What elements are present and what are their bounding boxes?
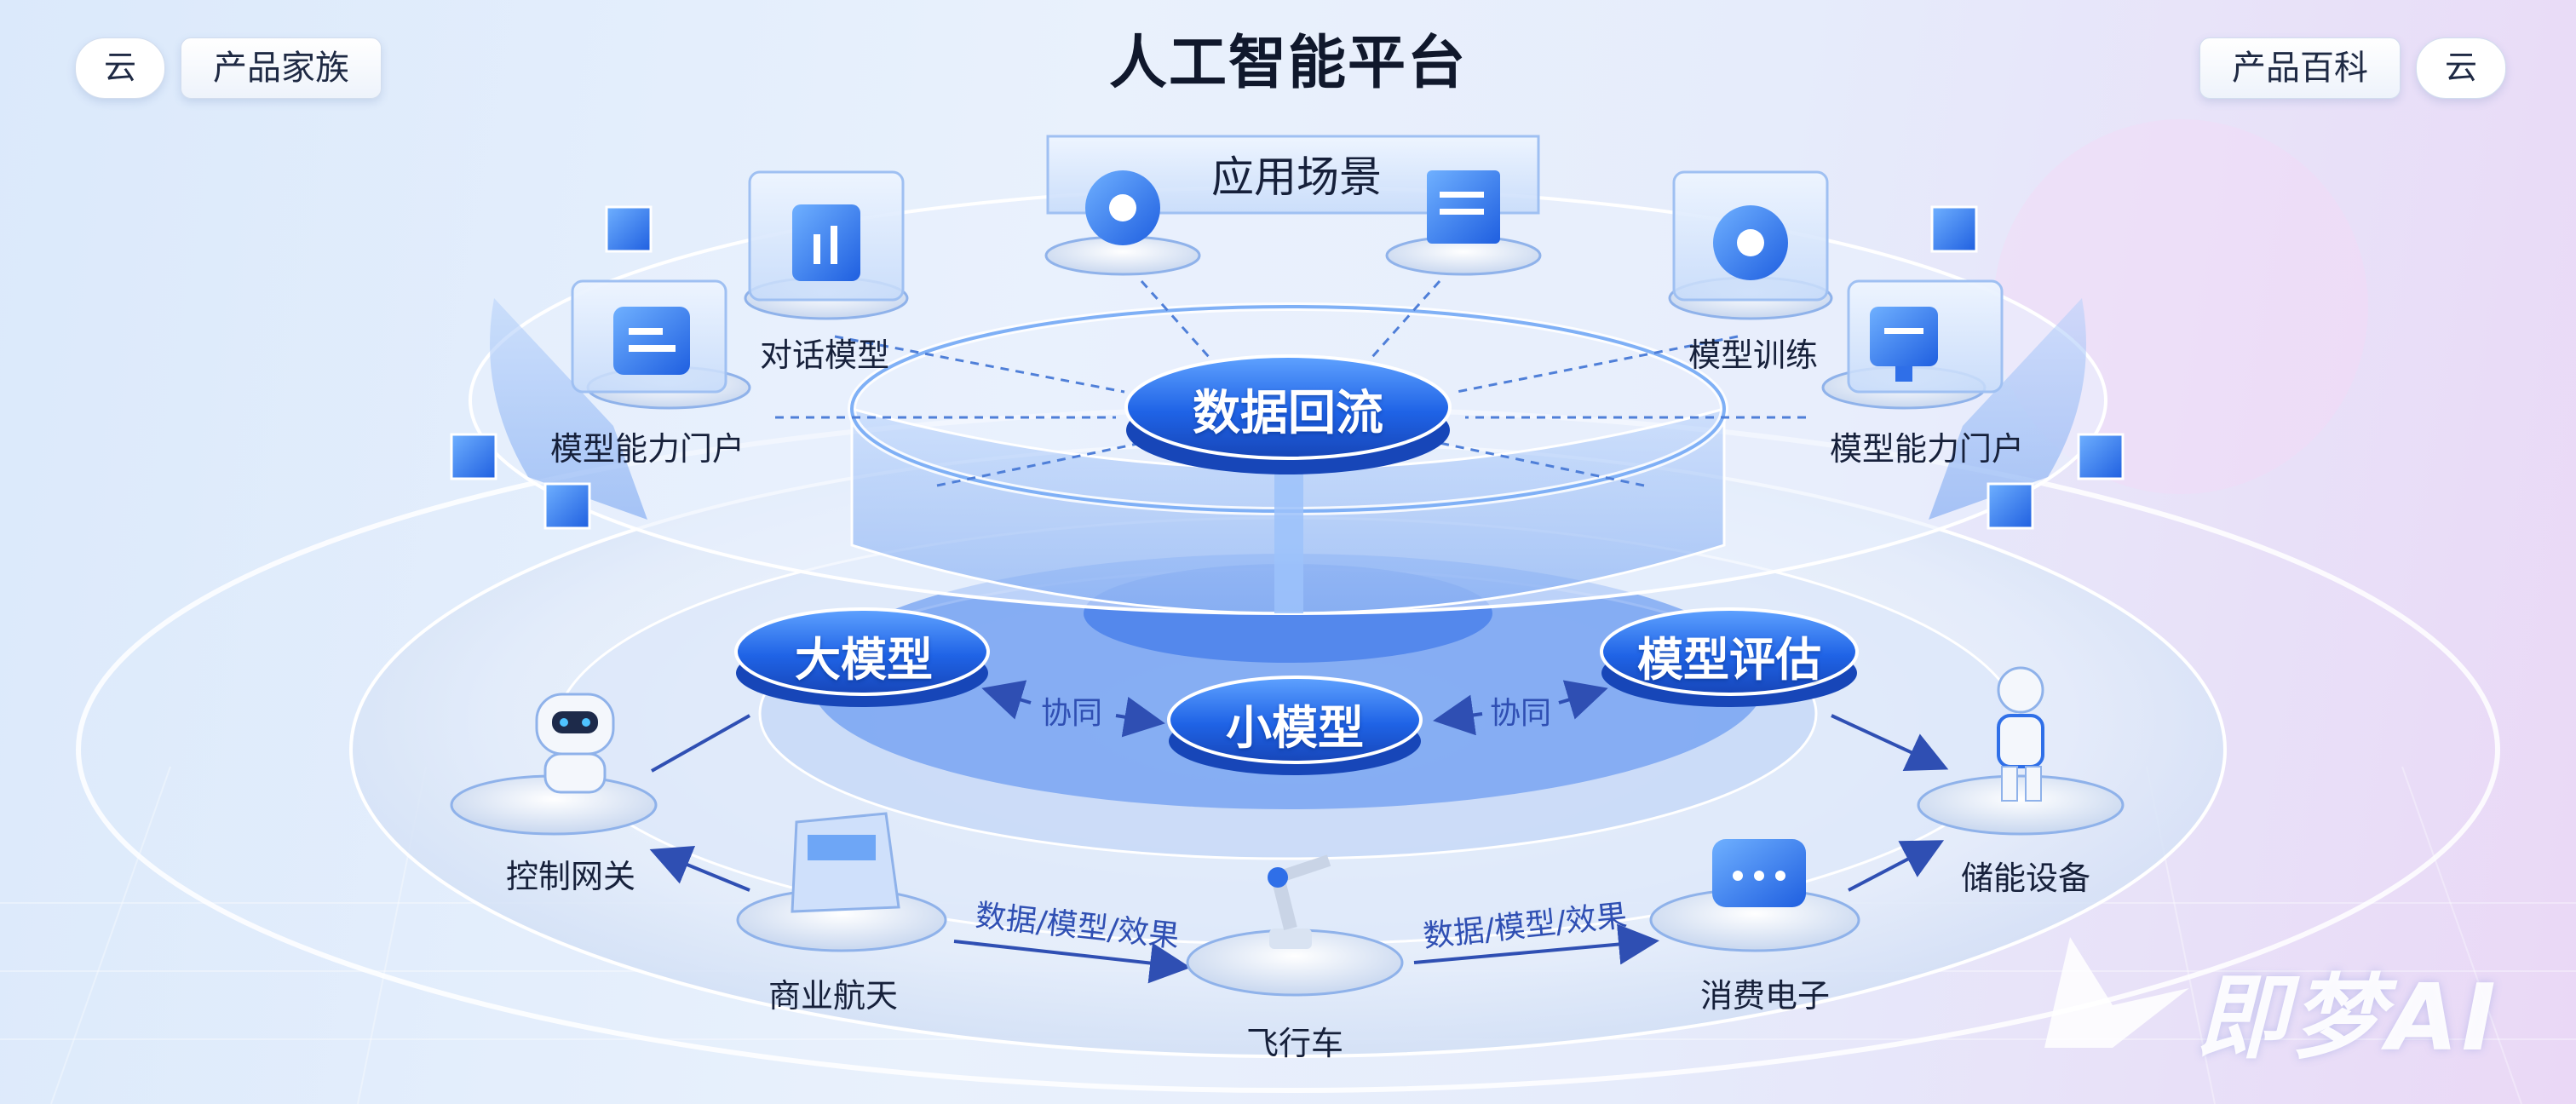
robotic-arm-icon	[1268, 854, 1331, 949]
portal-label-left: 模型能力门户	[549, 430, 745, 468]
gear-icon	[1085, 170, 1160, 245]
portal-monitor-icon	[1870, 307, 1938, 382]
consumer-electronics-label: 消费电子	[1699, 977, 1831, 1015]
portal-icon-left	[613, 307, 690, 375]
model-training-label: 模型训练	[1688, 336, 1819, 374]
model-evaluation-node	[1600, 607, 1859, 707]
collab-label-left: 协同	[1040, 696, 1103, 731]
model-evaluation-label: 模型评估	[1637, 633, 1821, 687]
dashed-connectors	[775, 280, 1806, 487]
small-model-label: 小模型	[1226, 701, 1364, 755]
chat-model-icon	[792, 204, 860, 281]
collab-arrows	[981, 680, 1608, 738]
flying-car-label: 飞行车	[1245, 1025, 1344, 1062]
flow-arrows	[649, 714, 1949, 984]
humanoid-robot-icon	[1997, 666, 2044, 802]
floating-cubes	[450, 205, 2125, 530]
small-model-node	[1167, 676, 1423, 775]
product-family-button[interactable]: 产品家族	[181, 37, 382, 99]
control-gateway-label: 控制网关	[505, 858, 636, 895]
collab-label-right: 协同	[1489, 696, 1552, 731]
product-encyclopedia-button[interactable]: 产品百科	[2199, 37, 2401, 99]
large-model-label: 大模型	[795, 633, 933, 687]
cloud-button-left[interactable]: 云	[75, 37, 165, 99]
chat-model-label: 对话模型	[759, 336, 890, 374]
portal-label-right: 模型能力门户	[1829, 430, 2025, 468]
cloud-button-right[interactable]: 云	[2416, 37, 2506, 99]
electronics-box-icon	[1712, 839, 1806, 907]
top-ring-wall-left	[490, 298, 647, 520]
training-flower-icon	[1713, 205, 1788, 280]
document-cube-icon	[1427, 170, 1500, 244]
top-ring-wall-right	[1929, 298, 2086, 520]
page-title: 人工智能平台	[1108, 30, 1467, 97]
application-scenarios-label: 应用场景	[1211, 152, 1382, 202]
energy-storage-label: 储能设备	[1960, 860, 2091, 897]
robot-icon	[535, 693, 615, 794]
commercial-aerospace-label: 商业航天	[768, 977, 899, 1015]
device-pedestals	[450, 774, 2125, 997]
data-backflow-label: 数据回流	[1193, 386, 1383, 441]
watermark-text: 即梦AI	[2196, 965, 2499, 1072]
data-backflow-hub	[1124, 354, 1452, 474]
jimeng-logo-icon	[2044, 937, 2189, 1048]
large-model-node	[734, 607, 990, 707]
scene-panel	[1046, 135, 1540, 215]
building-icon	[791, 812, 900, 913]
